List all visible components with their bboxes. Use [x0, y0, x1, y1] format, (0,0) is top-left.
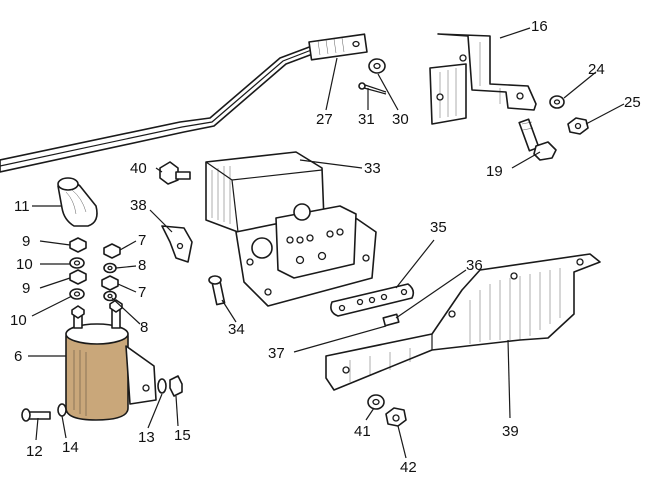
callout-41: 41 [354, 423, 371, 440]
callout-8-upper: 8 [138, 257, 146, 274]
leader-lines [28, 27, 625, 459]
callout-8-lower: 8 [140, 319, 148, 336]
control-box-part-33 [205, 151, 377, 307]
callout-6: 6 [14, 348, 22, 365]
bracket-part-16 [429, 33, 537, 125]
callout-40: 40 [130, 160, 147, 177]
callout-39: 39 [502, 423, 519, 440]
callout-11: 11 [14, 198, 30, 215]
washer-part-41 [367, 394, 385, 410]
callout-42: 42 [400, 459, 417, 476]
terminal-strip-part-35 [330, 283, 415, 317]
callout-33: 33 [364, 160, 381, 177]
callout-27: 27 [316, 111, 333, 128]
callout-7-upper: 7 [138, 232, 146, 249]
callout-36: 36 [466, 257, 483, 274]
nut-part-25 [567, 117, 589, 135]
callout-30: 30 [392, 111, 409, 128]
callout-13: 13 [138, 429, 155, 446]
rod-part-27 [0, 33, 368, 173]
callout-16: 16 [531, 18, 548, 35]
callout-labels: 16 24 25 27 31 30 19 40 33 11 38 9 7 10 … [10, 18, 641, 476]
callout-37: 37 [268, 345, 285, 362]
callout-19: 19 [486, 163, 503, 180]
callout-24: 24 [588, 61, 605, 78]
callout-9-upper: 9 [22, 233, 30, 250]
solenoid-fixings [21, 375, 183, 422]
washer-part-30 [368, 58, 386, 74]
callout-35: 35 [430, 219, 447, 236]
boot-part-11 [57, 177, 98, 227]
callout-34: 34 [228, 321, 245, 338]
callout-31: 31 [358, 111, 375, 128]
nut-part-42 [385, 407, 407, 427]
callout-9-lower: 9 [22, 280, 30, 297]
mounting-plate-part-39 [325, 253, 601, 391]
spring-washer-part-24 [549, 95, 565, 109]
callout-12: 12 [26, 443, 43, 460]
clip-part-38 [161, 225, 193, 263]
callout-14: 14 [62, 439, 79, 456]
bolt-part-19 [518, 118, 557, 161]
screw-part-40 [159, 161, 191, 185]
callout-15: 15 [174, 427, 191, 444]
small-nuts-and-washers [69, 237, 121, 302]
solenoid-part-6 [65, 299, 157, 421]
callout-25: 25 [624, 94, 641, 111]
callout-38: 38 [130, 197, 147, 214]
callout-7-lower: 7 [138, 284, 146, 301]
split-pin-part-31 [358, 82, 387, 95]
screw-part-36 [382, 313, 400, 327]
screw-part-34 [208, 275, 226, 306]
callout-10-upper: 10 [16, 256, 33, 273]
callout-10-lower: 10 [10, 312, 27, 329]
